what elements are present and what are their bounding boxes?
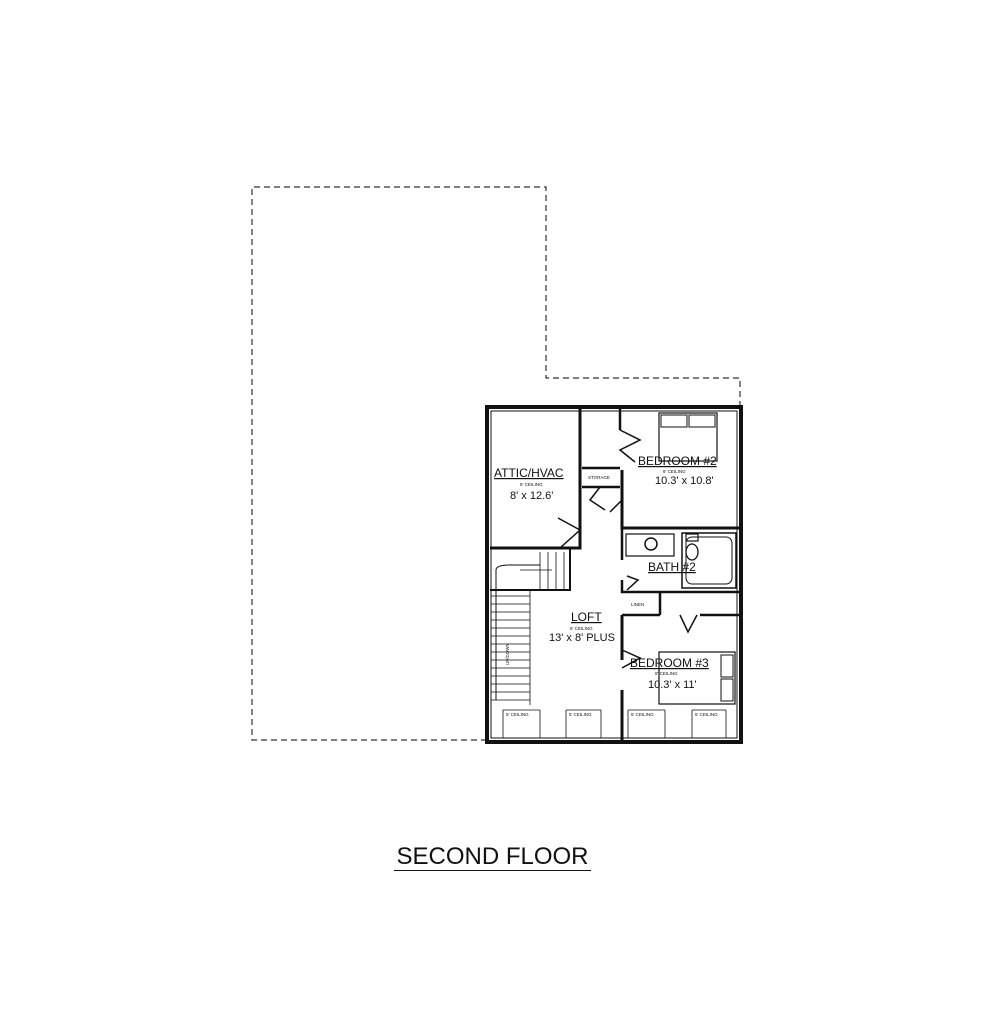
loft-size: 13' x 8' PLUS bbox=[549, 632, 615, 644]
bedroom3-ceiling: 8' CEILING bbox=[655, 671, 678, 676]
stairs-label: UP/DOWN bbox=[505, 643, 510, 665]
bedroom2-ceiling: 8' CEILING bbox=[663, 469, 686, 474]
loft-label: LOFT bbox=[571, 610, 602, 624]
attic-label: ATTIC/HVAC bbox=[494, 466, 564, 480]
roof-outline bbox=[251, 186, 741, 741]
drawing-title-text: SECOND FLOOR bbox=[394, 843, 591, 871]
bedroom3-label: BEDROOM #3 bbox=[630, 656, 709, 670]
bedroom3-size: 10.3' x 11' bbox=[648, 679, 697, 691]
dormer-label: 5' CEILING bbox=[569, 712, 592, 717]
dormer-label: 5' CEILING bbox=[695, 712, 718, 717]
walls bbox=[485, 405, 743, 744]
dormer-label: 5' CEILING bbox=[506, 712, 529, 717]
dormer-label: 5' CEILING bbox=[631, 712, 654, 717]
attic-ceiling: 8' CEILING bbox=[520, 482, 543, 487]
storage-label: STORAGE bbox=[588, 475, 610, 480]
linen-label: LINEN bbox=[631, 602, 644, 607]
bath2-label: BATH #2 bbox=[648, 560, 696, 574]
drawing-title: SECOND FLOOR bbox=[0, 843, 985, 871]
bedroom2-size: 10.3' x 10.8' bbox=[655, 475, 714, 487]
bedroom2-label: BEDROOM #2 bbox=[638, 454, 717, 468]
loft-ceiling: 8' CEILING bbox=[570, 626, 593, 631]
attic-size: 8' x 12.6' bbox=[510, 490, 553, 502]
